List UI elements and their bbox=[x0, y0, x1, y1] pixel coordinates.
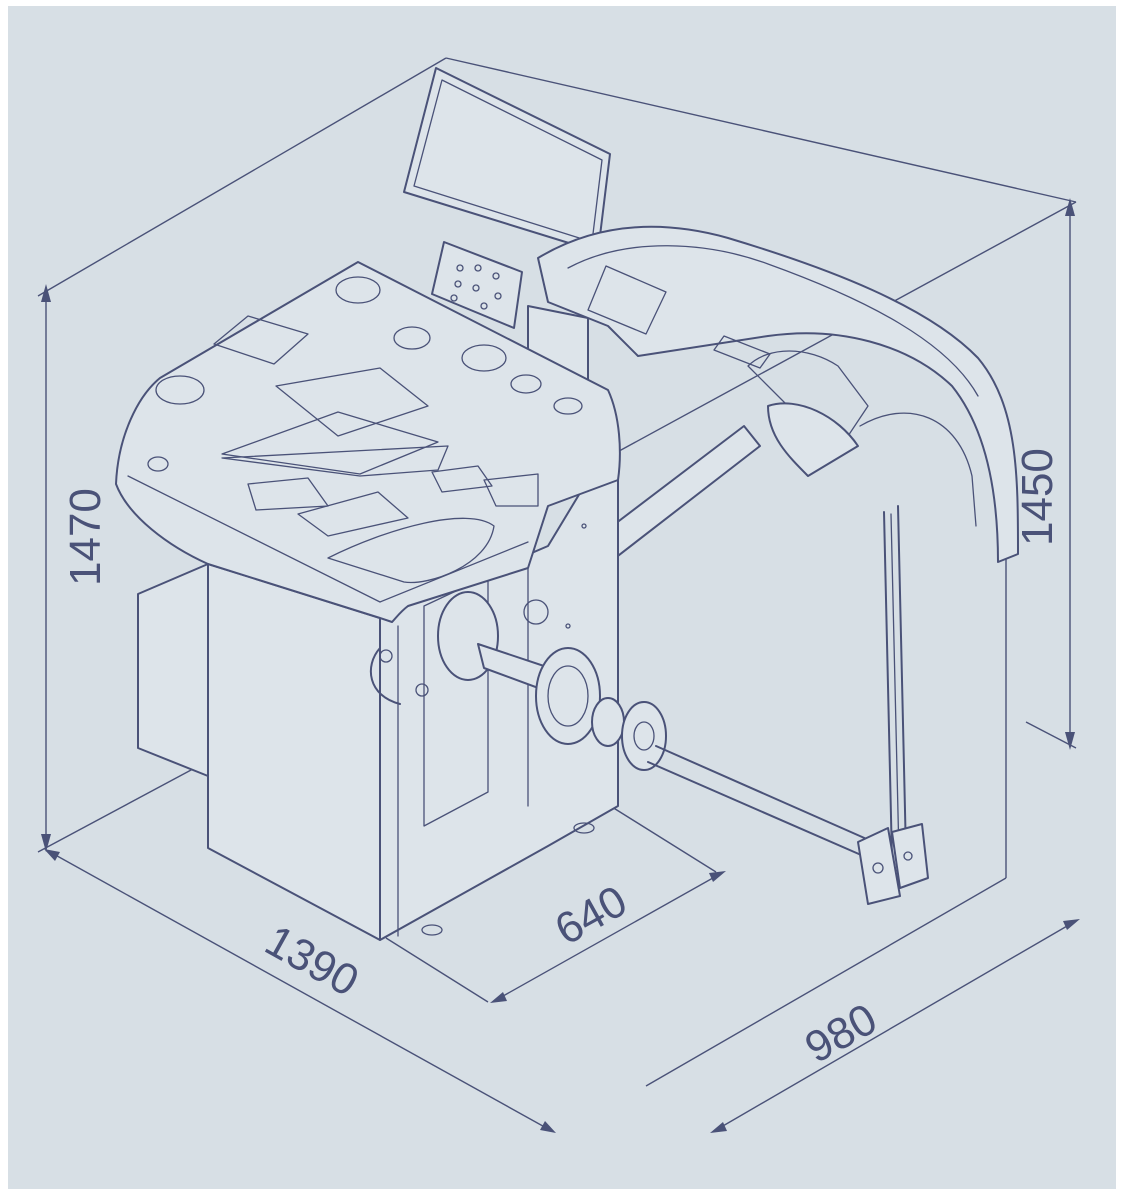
dimension-640 bbox=[490, 871, 726, 1003]
wheel-balancer-illustration bbox=[115, 67, 1019, 941]
dimension-drawing: 1470 1450 1390 640 980 bbox=[37, 57, 1080, 1133]
dimension-1470 bbox=[41, 284, 51, 852]
monitor bbox=[403, 67, 611, 253]
dimension-980 bbox=[710, 919, 1080, 1133]
diagram-panel: 1470 1450 1390 640 980 bbox=[8, 6, 1116, 1189]
label-640: 640 bbox=[547, 876, 635, 954]
measuring-rod bbox=[647, 745, 879, 859]
distance-gauge bbox=[369, 647, 429, 705]
cabinet bbox=[137, 429, 619, 941]
feet bbox=[421, 822, 595, 936]
label-980: 980 bbox=[797, 994, 885, 1072]
label-1390: 1390 bbox=[257, 916, 366, 1006]
wheel-guard bbox=[537, 225, 1019, 563]
label-1470: 1470 bbox=[61, 488, 110, 586]
weight-tray bbox=[115, 261, 621, 623]
dimension-1450 bbox=[1065, 198, 1075, 750]
label-1450: 1450 bbox=[1013, 448, 1062, 546]
keypad bbox=[431, 241, 523, 329]
width-gauge-arm bbox=[857, 505, 929, 905]
shaft-assembly bbox=[437, 591, 667, 771]
dimension-1390 bbox=[44, 849, 556, 1133]
